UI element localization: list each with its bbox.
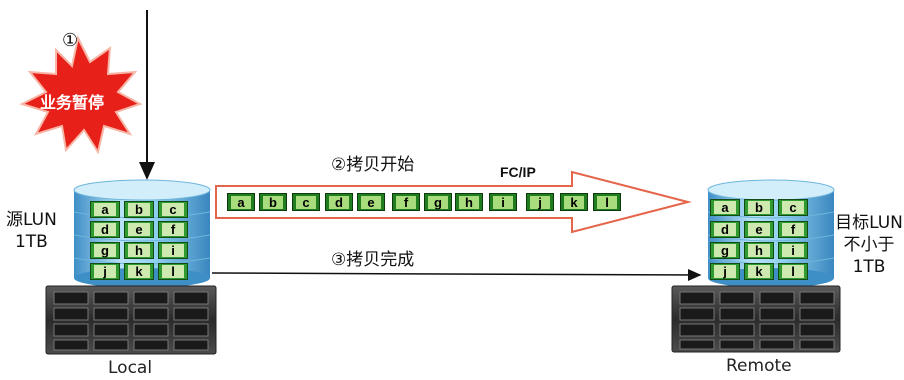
local-block: k (124, 263, 154, 280)
local-block: h (124, 242, 154, 259)
remote-block: g (710, 242, 740, 259)
remote-block: a (710, 199, 740, 216)
local-block: g (90, 242, 120, 259)
transfer-arrow (215, 170, 692, 234)
local-lun-size: 1TB (14, 232, 48, 252)
remote-block: j (710, 263, 740, 280)
packet-block: k (560, 193, 588, 211)
remote-block: d (710, 221, 740, 238)
remote-storage-rack (671, 285, 841, 353)
local-caption: Local (108, 358, 153, 378)
packet-block: g (424, 193, 452, 211)
remote-caption: Remote (726, 356, 792, 376)
local-block: i (158, 242, 188, 259)
remote-lun-label: 目标LUN 不小于 1TB (834, 212, 904, 278)
local-lun-name: 源LUN (6, 210, 57, 230)
remote-block: i (778, 242, 808, 259)
packet-block: a (227, 193, 255, 211)
remote-block: e (744, 221, 774, 238)
packet-block: b (259, 193, 287, 211)
remote-lun-line1: 目标LUN (835, 213, 903, 233)
packet-block: j (526, 193, 554, 211)
event-number: ① (62, 30, 79, 51)
copy-done-label: ③拷贝完成 (331, 250, 415, 270)
local-block: e (124, 221, 154, 238)
remote-block: c (778, 199, 808, 216)
local-block: b (124, 201, 154, 218)
local-block: f (158, 221, 188, 238)
local-lun-label: 源LUN 1TB (6, 209, 57, 253)
local-storage-rack (45, 285, 217, 355)
packet-block: d (325, 193, 353, 211)
packet-block: l (593, 193, 621, 211)
packet-block: f (392, 193, 420, 211)
packet-block: c (292, 193, 320, 211)
local-block: j (90, 263, 120, 280)
pause-burst-icon (19, 35, 143, 155)
packet-block: h (455, 193, 483, 211)
pause-label: 业务暂停 (40, 93, 105, 112)
remote-block: k (744, 263, 774, 280)
local-block: d (90, 221, 120, 238)
packet-block: i (489, 193, 517, 211)
protocol-label: FC/IP (500, 164, 536, 180)
local-block: l (158, 263, 188, 280)
remote-block: b (744, 199, 774, 216)
copy-done-arrow (211, 268, 702, 281)
remote-block: f (778, 221, 808, 238)
local-block: c (158, 201, 188, 218)
remote-block: h (744, 242, 774, 259)
remote-lun-line2: 不小于 (843, 235, 895, 255)
remote-lun-line3: 1TB (852, 257, 886, 277)
remote-block: l (778, 263, 808, 280)
local-block: a (90, 201, 120, 218)
copy-start-label: ②拷贝开始 (331, 155, 415, 175)
packet-block: e (357, 193, 385, 211)
